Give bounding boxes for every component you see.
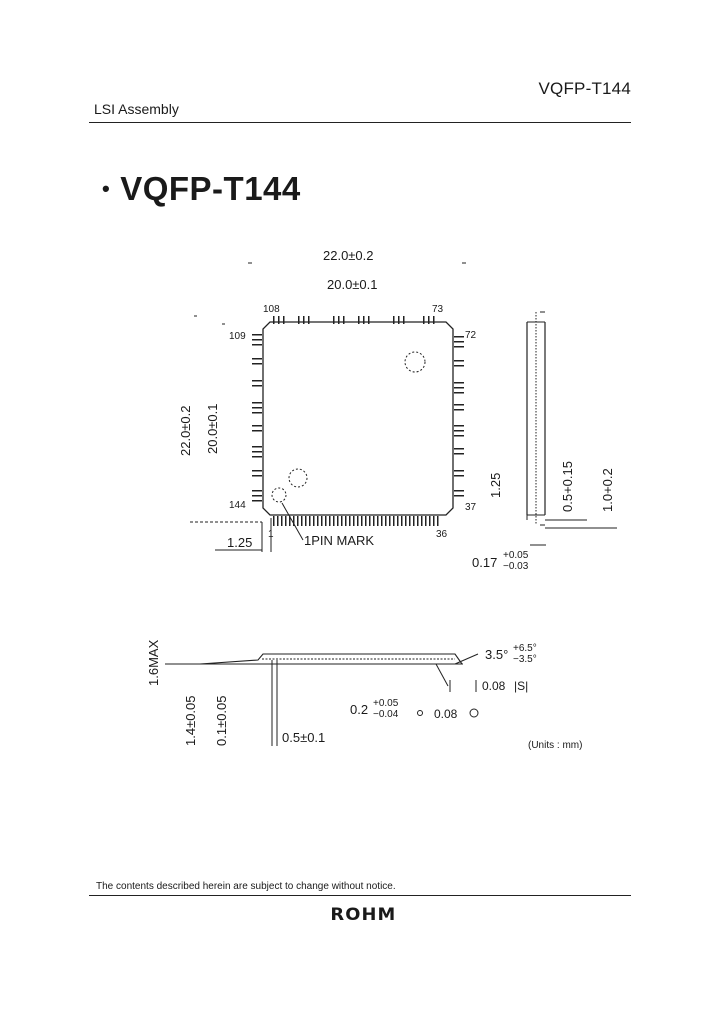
dim-lead-pitch-plus: +0.05 (373, 698, 399, 709)
leads-top (273, 316, 435, 324)
dim-lead-pitch-minus: −0.04 (373, 709, 399, 720)
dim-max-height: 1.6MAX (146, 639, 161, 686)
dim-lead-width-plus: +0.05 (503, 550, 529, 561)
pin1-mark-label: 1PIN MARK (304, 533, 374, 548)
ejector-pin-circle (288, 468, 308, 488)
page-title: • VQFP-T144 (102, 170, 301, 208)
dim-lead-span-height: 20.0±0.1 (205, 403, 220, 454)
footer-divider (89, 895, 631, 896)
leads-bottom (273, 516, 439, 526)
package-body-outline (262, 321, 454, 516)
dim-lead-width-outer: 1.0+0.2 (600, 468, 615, 512)
pin1-mark-circle (271, 487, 287, 503)
pin-label-72: 72 (465, 330, 477, 341)
header-category: LSI Assembly (94, 101, 179, 117)
side-view-body (199, 653, 463, 665)
pin-label-108: 108 (263, 304, 280, 315)
dim-lead-width-minus: −0.03 (503, 561, 529, 572)
dim-body-thickness: 1.4±0.05 (183, 695, 198, 746)
pin-label-37: 37 (465, 502, 477, 513)
dim-standoff: 0.1±0.05 (214, 695, 229, 746)
ejector-pin-circle (404, 351, 426, 373)
dim-body-height: 22.0±0.2 (178, 405, 193, 456)
leads-left (252, 334, 262, 502)
pin-label-144: 144 (229, 500, 246, 511)
coplanarity-datum-letter: S (517, 679, 525, 693)
dim-angle-plus: +6.5° (513, 643, 537, 654)
dim-body-width: 22.0±0.2 (323, 248, 374, 263)
dim-foot: 0.5±0.1 (282, 730, 325, 745)
header-part-code: VQFP-T144 (538, 79, 631, 98)
title-bullet: • (102, 176, 111, 201)
angle-leader (435, 663, 449, 687)
leads-right (454, 336, 464, 497)
mmc-symbol (469, 708, 479, 718)
dim-angle: 3.5° (485, 647, 508, 662)
dim-lead-span-width: 20.0±0.1 (327, 277, 378, 292)
angle-dim-line (454, 653, 479, 665)
coplanarity-datum: |S| (514, 679, 528, 693)
title-text: VQFP-T144 (120, 170, 301, 207)
footer-notice: The contents described herein are subjec… (96, 881, 396, 892)
dim-foot-length: 0.5+0.15 (560, 461, 575, 512)
header-divider (89, 122, 631, 123)
position-tolerance: 0.08 (434, 707, 458, 721)
units-note: (Units : mm) (528, 740, 583, 751)
dim-lead-pitch-width: 0.2 (350, 702, 368, 717)
dim-lead-length: 1.25 (488, 473, 503, 498)
pin-label-109: 109 (229, 331, 246, 342)
pin-label-1: 1 (268, 529, 274, 540)
pin-label-73: 73 (432, 304, 444, 315)
dim-corner: 1.25 (227, 535, 252, 550)
pin-label-36: 36 (436, 529, 448, 540)
coplanarity-value: 0.08 (482, 679, 506, 693)
rohm-logo: ROHM (330, 905, 397, 925)
position-symbol (417, 710, 423, 716)
dim-angle-minus: −3.5° (513, 654, 537, 665)
dim-lead-width: 0.17 (472, 555, 497, 570)
pin1-leader-line (281, 502, 304, 541)
